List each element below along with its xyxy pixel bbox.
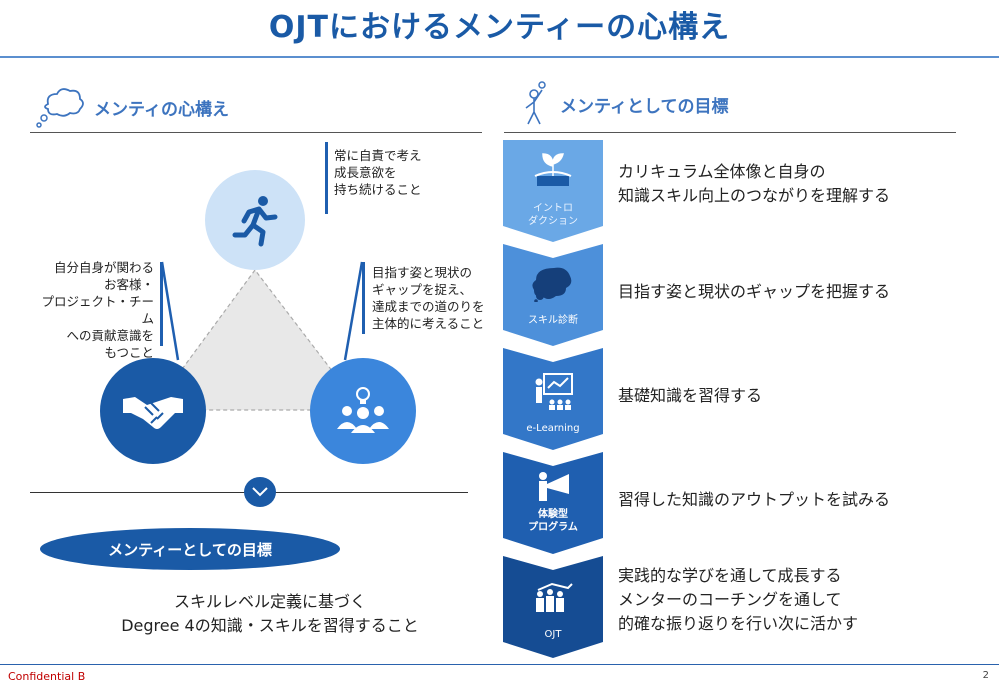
goal-pill: メンティーとしての目標 xyxy=(40,528,340,570)
note-right: 目指す姿と現状の ギャップを捉え、 達成までの道のりを 主体的に考えること xyxy=(372,265,485,331)
note-left: 自分自身が関わる お客様・ プロジェクト・チーム への貢献意識を もつこと xyxy=(41,260,154,360)
left-section-rule xyxy=(30,132,482,133)
presenter-icon xyxy=(539,472,569,501)
step-3-text: 基礎知識を習得する xyxy=(618,386,763,405)
right-section-header: メンティとしての目標 xyxy=(520,80,728,128)
running-person-icon xyxy=(232,196,278,247)
title-divider xyxy=(0,56,999,58)
page-title: OJTにおけるメンティーの心構え xyxy=(268,10,731,45)
step-4-text: 習得した知識のアウトプットを試みる xyxy=(618,490,891,509)
thinking-head-icon xyxy=(532,267,572,302)
step-3-label: e-Learning xyxy=(526,423,580,434)
reaching-person-icon xyxy=(525,81,546,125)
chevron-step-1 xyxy=(503,140,603,242)
lecture-icon xyxy=(535,373,573,410)
chevron-step-4 xyxy=(503,452,603,554)
step-1-label: イントロ ダクション xyxy=(528,203,578,227)
step-4-label: 体験型 プログラム xyxy=(528,509,578,533)
circle-right xyxy=(310,358,416,464)
note-right-bar xyxy=(362,262,365,334)
team-growth-icon xyxy=(536,582,573,612)
chevron-down-badge xyxy=(244,477,276,507)
circle-top xyxy=(205,170,305,270)
thought-cloud-icon xyxy=(36,88,84,128)
step-2-text: 目指す姿と現状のギャップを把握する xyxy=(618,282,891,301)
goal-line-2: Degree 4の知識・スキルを習得すること xyxy=(121,616,419,635)
connector-right xyxy=(343,261,364,361)
step-1-text: カリキュラム全体像と自身の 知識スキル向上のつながりを理解する xyxy=(618,162,891,205)
page-number: 2 xyxy=(982,670,989,681)
chevron-down-icon xyxy=(252,487,268,497)
step-2-label: スキル診断 xyxy=(528,315,578,326)
chevron-step-3 xyxy=(503,348,603,450)
footer-divider xyxy=(0,664,999,665)
note-top: 常に自責で考え 成長意欲を 持ち続けること xyxy=(334,148,422,197)
note-top-bar xyxy=(325,142,328,214)
left-section-header: メンティの心構え xyxy=(34,84,229,130)
left-section-title: メンティの心構え xyxy=(94,99,229,120)
note-left-bar xyxy=(160,262,163,346)
handshake-icon xyxy=(123,397,183,429)
connector-left xyxy=(160,261,180,361)
confidential-label: Confidential B xyxy=(8,670,86,683)
step-5-text: 実践的な学びを通して成長する メンターのコーチングを通して 的確な振り返りを行い… xyxy=(618,566,859,633)
sprout-icon xyxy=(534,153,572,186)
circle-left xyxy=(100,358,206,464)
step-5-label: OJT xyxy=(544,629,562,640)
triangle-shape xyxy=(150,268,364,411)
right-section-rule xyxy=(504,132,956,133)
idea-team-icon xyxy=(337,387,389,433)
goal-line-1: スキルレベル定義に基づく xyxy=(173,592,366,611)
right-section-title: メンティとしての目標 xyxy=(560,96,729,117)
